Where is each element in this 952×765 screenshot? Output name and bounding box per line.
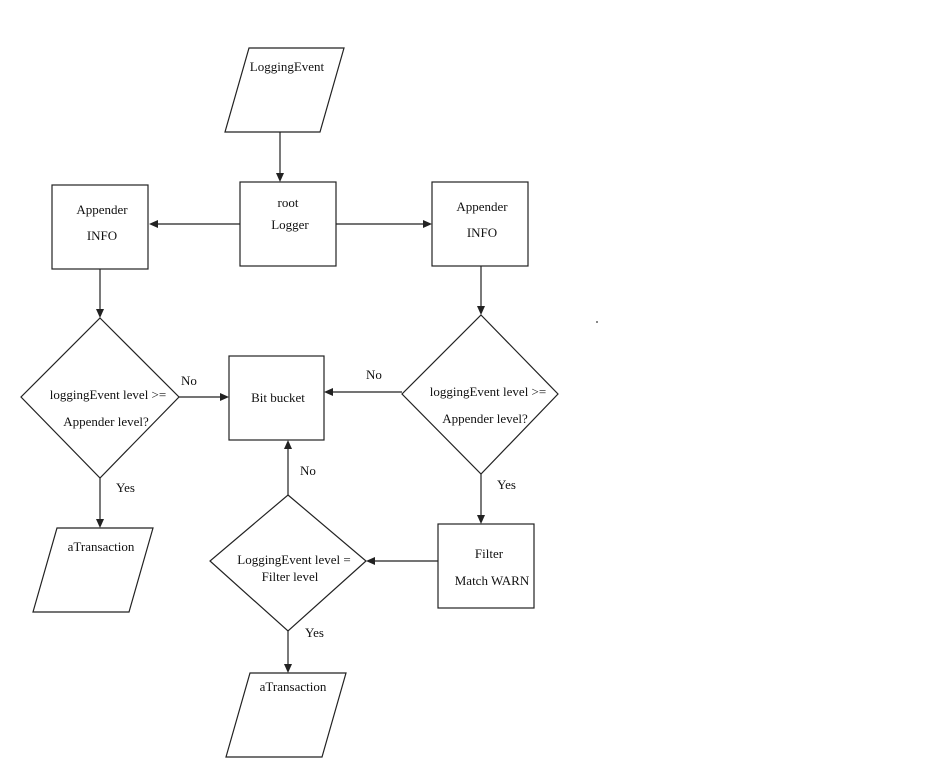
node-label-line: Match WARN bbox=[455, 573, 530, 588]
edge-labels: No No No Yes Yes Yes bbox=[116, 367, 516, 640]
arrowhead bbox=[477, 515, 485, 524]
arrowhead bbox=[96, 309, 104, 318]
io-shape bbox=[225, 672, 347, 758]
edge-label-no: No bbox=[366, 367, 382, 382]
process-box bbox=[228, 355, 325, 441]
node-label-line: INFO bbox=[467, 225, 497, 240]
decision-diamond bbox=[20, 317, 180, 479]
node-label-line: Appender level? bbox=[442, 411, 528, 426]
edge-label-yes: Yes bbox=[116, 480, 135, 495]
node-label-line: aTransaction bbox=[68, 539, 135, 554]
io-shape bbox=[32, 527, 154, 613]
arrowhead bbox=[366, 557, 375, 565]
node-decision-filter: LoggingEvent level = Filter level bbox=[209, 494, 367, 632]
stray-dot bbox=[596, 321, 598, 323]
node-label-line: aTransaction bbox=[260, 679, 327, 694]
edges bbox=[96, 132, 485, 673]
arrowhead bbox=[284, 664, 292, 673]
arrowhead bbox=[96, 519, 104, 528]
node-label-line: Appender level? bbox=[63, 414, 149, 429]
node-bit-bucket: Bit bucket bbox=[228, 355, 325, 441]
node-appender-right: Appender INFO bbox=[431, 181, 529, 267]
edge-label-no: No bbox=[300, 463, 316, 478]
arrowhead bbox=[423, 220, 432, 228]
node-label-line: Filter level bbox=[262, 569, 319, 584]
arrowhead bbox=[276, 173, 284, 182]
node-label-line: Filter bbox=[475, 546, 504, 561]
arrowhead bbox=[149, 220, 158, 228]
process-box bbox=[431, 181, 529, 267]
process-box bbox=[239, 181, 337, 267]
node-label-line: loggingEvent level >= bbox=[430, 384, 546, 399]
node-filter: Filter Match WARN bbox=[437, 523, 535, 609]
arrowhead bbox=[324, 388, 333, 396]
node-label-line: Bit bucket bbox=[251, 390, 305, 405]
node-root-logger: root Logger bbox=[239, 181, 337, 267]
node-label-line: root bbox=[278, 195, 299, 210]
process-box bbox=[51, 184, 149, 270]
node-label-line: LoggingEvent level = bbox=[237, 552, 350, 567]
decision-diamond bbox=[209, 494, 367, 632]
io-shape bbox=[224, 47, 345, 133]
node-logging-event: LoggingEvent bbox=[224, 47, 345, 133]
edge-label-yes: Yes bbox=[497, 477, 516, 492]
edge-label-yes: Yes bbox=[305, 625, 324, 640]
edge-label-no: No bbox=[181, 373, 197, 388]
process-box bbox=[437, 523, 535, 609]
decision-diamond bbox=[401, 314, 559, 475]
node-label-line: loggingEvent level >= bbox=[50, 387, 166, 402]
node-label-line: LoggingEvent bbox=[250, 59, 325, 74]
node-label-line: INFO bbox=[87, 228, 117, 243]
arrowhead bbox=[220, 393, 229, 401]
node-label-line: Appender bbox=[456, 199, 508, 214]
node-appender-left: Appender INFO bbox=[51, 184, 149, 270]
node-label-line: Logger bbox=[271, 217, 309, 232]
node-decision-right: loggingEvent level >= Appender level? bbox=[401, 314, 559, 475]
node-transaction-bottom: aTransaction bbox=[225, 672, 347, 758]
arrowhead bbox=[477, 306, 485, 315]
node-decision-left: loggingEvent level >= Appender level? bbox=[20, 317, 180, 479]
arrowhead bbox=[284, 440, 292, 449]
node-transaction-left: aTransaction bbox=[32, 527, 154, 613]
node-label-line: Appender bbox=[76, 202, 128, 217]
